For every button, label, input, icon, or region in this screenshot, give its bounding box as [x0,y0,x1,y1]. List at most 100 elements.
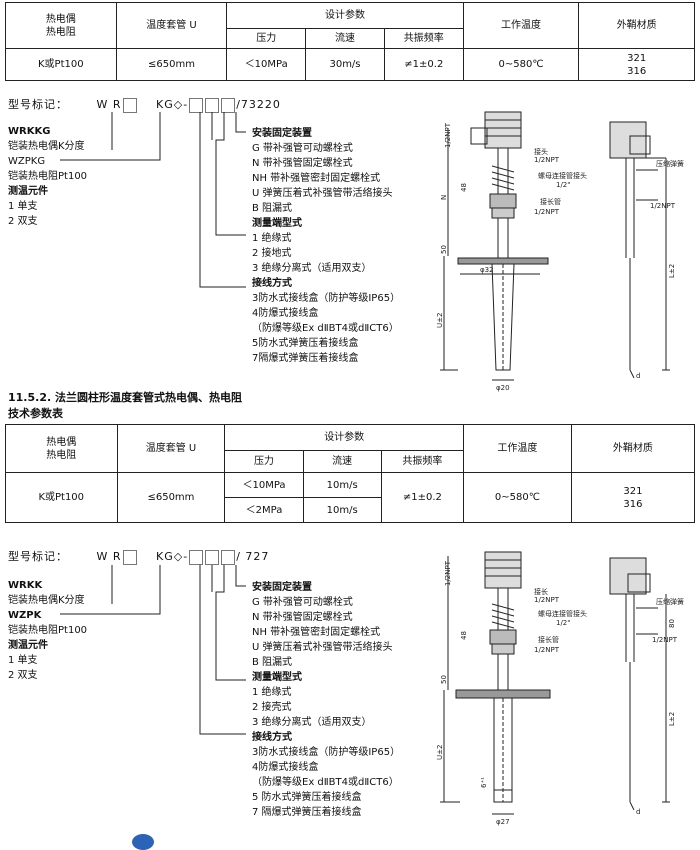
wiring-title: 接线方式 [252,278,292,289]
model-prefix: W R [96,550,122,563]
dim-label: φ32 [480,266,494,274]
model-suffix: /73220 [236,98,281,111]
wiring-option: 5 防水式弹簧压着接线盒 [252,792,362,803]
part-label: 1/2NPT [534,208,560,216]
install-option: B 阻漏式 [252,203,293,214]
dim-label: 6⁺¹ [480,777,488,788]
wiring-option: （防爆等级Ex dⅡBT4或dⅡCT6） [252,777,399,788]
element-option: 1 单支 [8,655,38,666]
model2-right-list: 安装固定装置 G 带补强管可动螺栓式 N 带补强管固定螺栓式 NH 带补强管密封… [252,580,400,820]
part-label: 螺母连接管接头 [538,171,587,180]
header-work-temp: 工作温度 [462,2,580,49]
part-label: 接长 [534,587,548,596]
part-label: 1/2NPT [650,202,676,210]
end-option: 1 绝缘式 [252,687,292,698]
dim-label: U±2 [436,313,444,328]
header-material: 外鞘材质 [578,2,695,49]
install-option: G 带补强管可动螺栓式 [252,143,353,154]
cell-work-temp: 0~580℃ [462,48,580,81]
header-type: 热电偶 热电阻 [5,2,117,49]
series-desc: 铠装热电阻Pt100 [8,171,88,182]
dim-label: 1/2NPT [444,560,452,586]
part-label: 1/2NPT [534,596,560,604]
series-code: WRKK [8,580,43,591]
wiring-option: 7 隔爆式弹簧压着接线盒 [252,807,362,818]
element-option: 2 双支 [8,216,38,227]
part-label: 1/2" [556,619,571,627]
code-box [205,549,220,565]
model-label: 型号标记： [8,98,68,111]
part-label: 1/2NPT [534,646,560,654]
install-option: B 阻漏式 [252,657,293,668]
wiring-option: 3防水式接线盒（防护等级IP65） [252,293,401,304]
dim-label: 50 [440,675,448,684]
end-option: 3 绝缘分离式（适用双支） [252,717,372,728]
model-mid: KG◇- [156,98,189,111]
end-option: 1 绝缘式 [252,233,292,244]
code-box [122,549,137,565]
part-label: 压缩弹簧 [656,159,684,168]
dim-label: d [636,808,640,816]
element-option: 2 双支 [8,670,38,681]
code-box [221,549,236,565]
dim-label: φ27 [496,818,510,826]
cell-type: K或Pt100 [5,48,117,81]
cell-flow: 10m/s [302,472,382,498]
model1-left-list: WRKKG 铠装热电偶K分度 WZPKG 铠装热电阻Pt100 测温元件 1 单… [8,124,87,229]
end-option: 2 接壳式 [252,702,292,713]
technical-drawing-2: 1/2NPT 48 50 U±2 6⁺¹ φ27 接长 1/2NPT 螺母连接管… [436,551,684,826]
dim-label: N [440,195,448,200]
code-box [122,97,137,113]
dim-label: 48 [460,631,468,640]
element-title: 测温元件 [8,186,48,197]
wiring-option: 4防爆式接线盒 [252,308,319,319]
series-code: WZPKG [8,156,46,167]
header-material: 外鞘材质 [570,424,696,473]
dim-label: 80 [668,619,676,628]
cell-sleeve: ≤650mm [115,48,228,81]
model1-right-list: 安装固定装置 G 带补强管可动螺栓式 N 带补强管固定螺栓式 NH 带补强管密封… [252,126,400,366]
dim-label: d [636,372,640,380]
series-desc: 铠装热电阻Pt100 [8,625,88,636]
install-title: 安装固定装置 [252,582,312,593]
cell-type: K或Pt100 [5,472,118,523]
wiring-option: 4防爆式接线盒 [252,762,319,773]
series-desc: 铠装热电偶K分度 [8,141,85,152]
install-option: NH 带补强管密封固定螺栓式 [252,173,381,184]
install-title: 安装固定装置 [252,128,312,139]
end-title: 测量端型式 [252,672,302,683]
dim-label: 48 [460,183,468,192]
dim-label: 50 [440,245,448,254]
cell-pressure: ＜10MPa [226,48,307,81]
part-label: 螺母连接管接头 [538,609,587,618]
end-option: 2 接地式 [252,248,292,259]
model-code-1: 型号标记： W R KG◇-/73220 [8,96,281,113]
cell-work-temp: 0~580℃ [462,472,572,523]
cell-material: 321 316 [570,472,696,523]
wiring-option: 3防水式接线盒（防护等级IP65） [252,747,401,758]
code-box [189,549,204,565]
install-option: G 带补强管可动螺栓式 [252,597,353,608]
install-option: U 弹簧压着式补强管带活络接头 [252,188,393,199]
section-subtitle: 技术参数表 [8,407,63,420]
dim-label: 1/2NPT [444,122,452,148]
model-mid: KG◇- [156,550,189,563]
install-option: NH 带补强管密封固定螺栓式 [252,627,381,638]
code-box [189,97,204,113]
header-design-params: 设计参数 [226,2,464,29]
cell-flow: 10m/s [302,497,382,523]
model-suffix: / 727 [236,550,270,563]
cell-flow: 30m/s [305,48,385,81]
wiring-title: 接线方式 [252,732,292,743]
cell-resonance: ≠1±0.2 [383,48,464,81]
spec-table-2: 热电偶 热电阻 温度套管 U 设计参数 工作温度 外鞘材质 压力 流速 共振频率… [5,424,696,523]
dim-label: L±2 [668,264,676,278]
part-label: 1/2" [556,181,571,189]
spec-table-1: 热电偶 热电阻 温度套管 U 设计参数 工作温度 外鞘材质 压力 流速 共振频率… [5,2,695,81]
wiring-option: 5防水式弹簧压着接线盒 [252,338,359,349]
install-option: U 弹簧压着式补强管带活络接头 [252,642,393,653]
section-title: 11.5.2. 法兰圆柱形温度套管式热电偶、热电阻 [8,391,242,404]
install-option: N 带补强管固定螺栓式 [252,612,353,623]
cell-pressure: ＜2MPa [224,497,304,523]
